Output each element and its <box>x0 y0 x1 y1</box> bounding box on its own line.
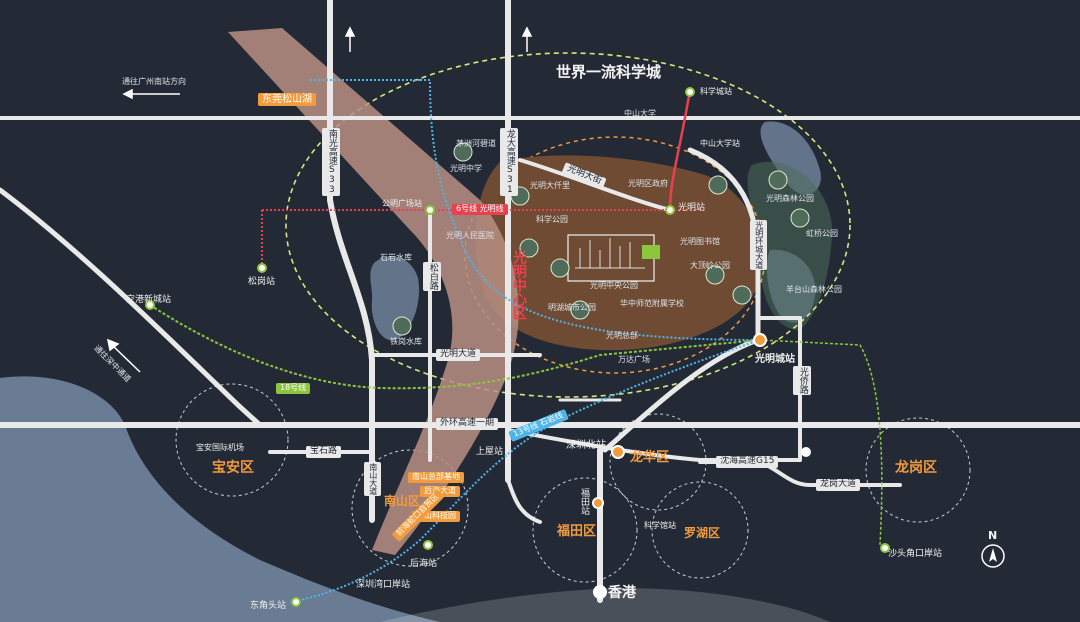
nanshan-ave-tag: 南山大道 <box>364 462 381 496</box>
place-park4: 茅洲河碧道 <box>456 139 496 148</box>
place-reservoir: 石岩水库 <box>380 253 412 262</box>
place-gm-library: 光明图书馆 <box>680 237 720 246</box>
line13-south <box>289 339 761 603</box>
district-luohu: 罗湖区 <box>684 526 721 540</box>
park-icons <box>392 142 810 336</box>
place-science-park: 科学公园 <box>536 215 568 224</box>
luohu-circle <box>651 481 749 579</box>
place-guangming-hq: 光明总部 <box>606 331 638 340</box>
longgang-circle <box>865 417 971 523</box>
place-park7: 羊台山森林公园 <box>786 285 842 294</box>
line-kexue <box>668 89 692 211</box>
place-park2: 虹桥公园 <box>806 229 838 238</box>
line6-tag: 6号线 光明线 <box>452 204 508 215</box>
district-longgang: 龙岗区 <box>895 460 937 476</box>
place-mall2: 光明大仟里 <box>530 181 570 190</box>
station-zhongshan: 中山大学站 <box>700 139 740 148</box>
place-park5: 明湖城市公园 <box>548 303 596 312</box>
place-shenzhen-univ: 中山大学 <box>624 109 656 118</box>
science-city-boundary <box>285 52 851 398</box>
station-konggang: 空港新城站 <box>126 295 172 305</box>
station-kexue: 科学城站 <box>700 87 732 96</box>
place-mall1: 万达广场 <box>618 355 650 364</box>
nanshan-hq-tag: 南山总部基地 <box>408 472 464 483</box>
baoan-circle <box>175 383 289 497</box>
station-shenzhen-north: 深圳北站 <box>566 440 606 451</box>
compass-icon <box>981 544 1005 568</box>
station-guangming: 光明站 <box>678 203 706 213</box>
mountain-area <box>747 161 833 330</box>
longda-tag: 龙大高速S31 <box>500 128 518 196</box>
place-park1: 大顶岭公园 <box>690 261 730 270</box>
station-songgang: 松岗站 <box>248 277 276 287</box>
to-guangzhou-label: 通往广州南站方向 <box>122 77 186 86</box>
skyline-graphic <box>575 238 645 269</box>
station-kexueguan: 科学馆站 <box>644 521 676 530</box>
guangming-ave-tag: 光明大道 <box>436 349 481 361</box>
district-longhua: 龙华区 <box>630 450 670 465</box>
line18-tag: 18号线 <box>276 383 311 394</box>
dongguan-tag: 东莞松山湖 <box>258 93 316 106</box>
district-baoan: 宝安区 <box>212 460 254 476</box>
district-nanshan: 南山区 <box>384 494 421 508</box>
core-zone <box>475 155 762 351</box>
guangming-center-label: 光明中心区 <box>511 250 527 320</box>
place-central-park: 光明中央公园 <box>590 281 638 290</box>
sea-area <box>0 376 440 622</box>
guangming-ring-tag: 光明环城大道 <box>750 220 767 270</box>
science-city-title: 世界一流科学城 <box>556 63 662 81</box>
place-hospital1: 光明人民医院 <box>446 231 494 240</box>
nanguang-tag: 南光高速S33 <box>322 128 340 196</box>
place-school2: 华中师范附属学校 <box>620 299 684 308</box>
baoshi-road-tag: 宝石路 <box>306 446 342 458</box>
direction-arrows <box>106 26 533 373</box>
green-marker <box>642 245 660 259</box>
line18-east <box>759 339 883 546</box>
station-airport: 宝安国际机场 <box>196 443 244 452</box>
place-park6: 光明森林公园 <box>766 194 814 203</box>
place-gm-center: 光明区政府 <box>628 179 668 188</box>
songbai-tag: 松白路 <box>423 262 441 291</box>
station-gongming: 公明广场站 <box>382 199 422 208</box>
station-shangwu: 上屋站 <box>476 447 504 457</box>
station-shatoujiao: 沙头角口岸站 <box>888 549 943 559</box>
line13 <box>420 79 761 341</box>
waihuan-tag: 外环高速一期 <box>436 418 499 430</box>
station-markers <box>145 87 890 607</box>
futian-circle <box>532 477 638 583</box>
guangqiao-tag: 光侨路 <box>793 366 811 395</box>
hk-coast <box>380 588 830 622</box>
line18 <box>149 304 761 390</box>
district-futian: 福田区 <box>557 524 597 539</box>
hk-label: 香港 <box>608 585 636 601</box>
place-park3: 铁岗水库 <box>390 337 422 346</box>
nanshan-sci-tag: 南山科技园 <box>412 511 460 522</box>
shenhai-tag: 沈海高速G15 <box>716 456 779 468</box>
station-houhai: 后海站 <box>410 559 438 569</box>
station-futian: 福田站 <box>579 488 589 515</box>
station-shenzhenwan: 深圳湾口岸站 <box>356 580 411 590</box>
station-guangming-city: 光明城站 <box>755 354 795 365</box>
nanshan-circle <box>351 449 469 567</box>
station-dongjiaotou: 东角头站 <box>250 601 287 611</box>
place-school1: 光明中学 <box>450 164 482 173</box>
longgang-ave-tag: 龙岗大道 <box>816 479 861 491</box>
north-label: N <box>988 529 998 542</box>
